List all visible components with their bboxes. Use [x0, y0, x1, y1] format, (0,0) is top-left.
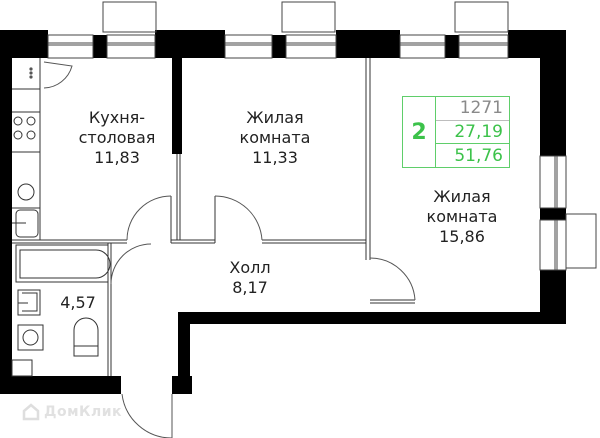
door-swing-icon — [126, 195, 172, 241]
total-area: 51,76 — [454, 145, 503, 166]
room-area: 11,33 — [252, 148, 298, 167]
room-name: Жилая — [246, 108, 304, 127]
room-name: Жилая — [433, 187, 491, 206]
apartment-summary-badge: 2 1271 27,19 51,76 — [402, 96, 510, 168]
room-label-bathroom: 4,57 — [48, 293, 108, 313]
room-area: 11,83 — [94, 148, 140, 167]
room-name: столовая — [78, 128, 156, 147]
room-name: Кухня- — [88, 108, 146, 127]
door-swing-icon — [110, 243, 152, 285]
bathtub-icon — [19, 249, 111, 279]
windows — [47, 1, 597, 271]
door-swing-icon — [121, 393, 172, 438]
interior-walls — [12, 58, 415, 376]
rooms-count: 2 — [403, 97, 436, 167]
door-swing-icon — [369, 257, 416, 301]
room-label-living-room-1: Жилая комната 11,33 — [230, 108, 320, 168]
room-area: 4,57 — [60, 293, 96, 312]
room-area: 15,86 — [439, 227, 485, 246]
toilet-icon — [73, 317, 99, 357]
apartment-code: 1271 — [436, 97, 509, 121]
door-swing-icon — [214, 195, 263, 241]
living-area: 27,19 — [436, 121, 509, 145]
room-label-living-room-2: Жилая комната 15,86 — [412, 187, 512, 247]
washing-machine-icon — [17, 324, 44, 351]
door-swings — [43, 61, 416, 438]
window-icon — [399, 34, 446, 59]
room-label-kitchen: Кухня- столовая 11,83 — [72, 108, 162, 168]
room-label-hall: Холл 8,17 — [215, 258, 285, 298]
room-area: 8,17 — [232, 278, 268, 297]
fixtures — [11, 67, 111, 377]
stove-icon — [13, 116, 36, 140]
window-icon — [47, 34, 94, 59]
refrigerator-icon — [29, 67, 33, 79]
room-name: Холл — [229, 258, 271, 277]
room-name: комната — [239, 128, 311, 147]
window-icon — [539, 155, 567, 209]
exterior-walls — [0, 30, 566, 394]
watermark: ДомКлик — [22, 403, 122, 421]
home-logo-icon — [22, 403, 40, 421]
room-name: комната — [426, 207, 498, 226]
window-icon — [224, 34, 273, 59]
dishwasher-icon — [17, 183, 35, 201]
door-swing-icon — [43, 61, 73, 89]
watermark-text: ДомКлик — [44, 404, 123, 420]
